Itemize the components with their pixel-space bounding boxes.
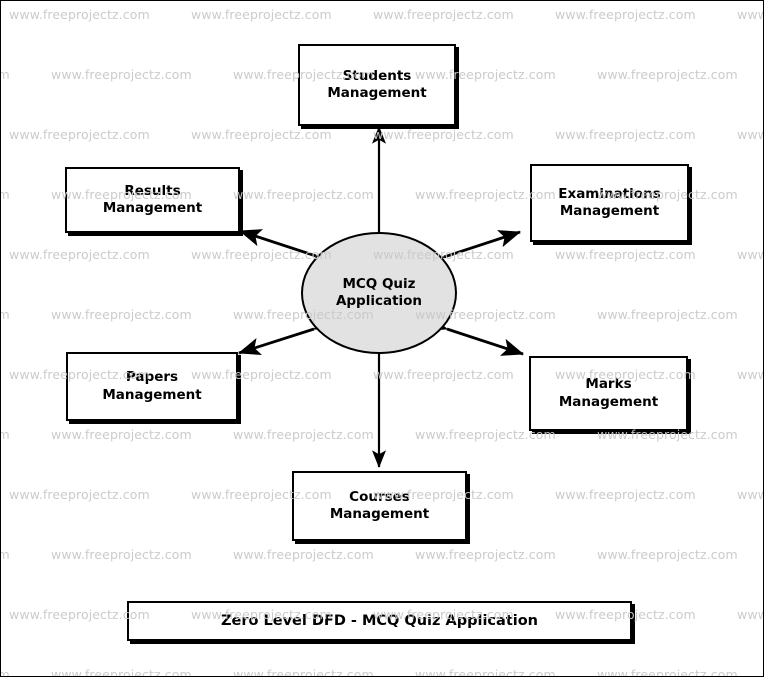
entity-marks-management[interactable]: Marks Management [529,356,688,431]
entity-papers-management[interactable]: Papers Management [66,352,238,421]
entity-students-management[interactable]: Students Management [298,44,456,126]
entity-results-management[interactable]: Results Management [65,167,240,233]
entity-courses-management[interactable]: Courses Management [292,471,467,541]
entity-students-management-label: Students Management [327,67,427,101]
process-mcq-quiz-application[interactable]: MCQ Quiz Application [301,232,457,354]
flow-process-results [238,229,340,272]
diagram-title: Zero Level DFD - MCQ Quiz Application [220,613,539,629]
entity-examinations-management[interactable]: Examinations Management [530,164,689,242]
entity-results-management-label: Results Management [102,182,203,216]
process-label: MCQ Quiz Application [335,275,423,309]
flow-process-papers [237,313,337,356]
flow-process-examinations [420,230,522,273]
entity-papers-management-label: Papers Management [102,369,202,403]
diagram-title-bar: Zero Level DFD - MCQ Quiz Application [127,601,632,641]
flow-process-marks [423,313,525,356]
entity-marks-management-label: Marks Management [558,376,659,410]
entity-examinations-management-label: Examinations Management [558,185,661,219]
entity-courses-management-label: Courses Management [329,488,430,522]
